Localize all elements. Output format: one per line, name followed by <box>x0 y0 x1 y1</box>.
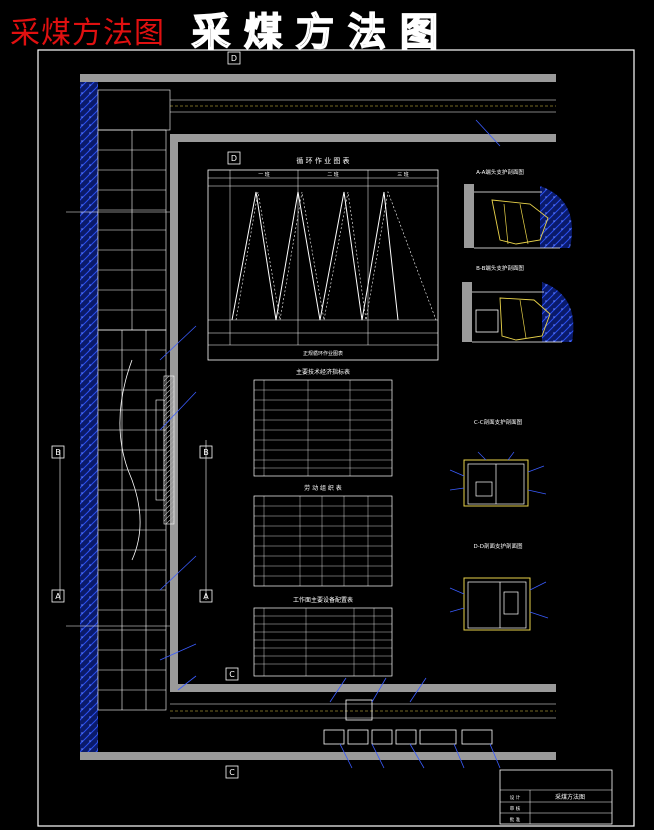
equipment-train <box>323 729 493 745</box>
coal-seam <box>80 80 98 760</box>
bottom-roadway-wall <box>80 752 556 760</box>
marker-b-right: B <box>203 448 209 457</box>
tech-table: 主要技术经济指标表 <box>253 368 393 477</box>
red-title: 采煤方法图 <box>10 16 165 51</box>
leader-lines <box>159 119 501 769</box>
outline-title: 采煤方法图 <box>191 9 453 55</box>
shift-2: 二 班 <box>327 171 339 178</box>
section-cc-title: C-C剖面支护剖面图 <box>474 418 523 426</box>
face-conveyor <box>155 399 165 501</box>
marker-d-mid: D <box>231 154 237 163</box>
goaf-frame-bottom <box>170 684 556 692</box>
marker-b-left: B <box>55 448 61 457</box>
title-block-row-3: 批 准 <box>510 816 521 823</box>
section-aa-title: A-A端头支护剖面图 <box>476 168 524 176</box>
marker-a-left: A <box>55 592 61 601</box>
section-dd: D-D剖面支护剖面图 <box>449 542 549 631</box>
tech-table-title: 主要技术经济指标表 <box>296 368 350 376</box>
dimension-lines <box>59 211 207 627</box>
top-roadway-wall <box>80 74 556 82</box>
equipment-table-title: 工作面主要设备配置表 <box>293 596 353 604</box>
sheet-border <box>37 49 635 827</box>
shearer-curve <box>119 359 141 561</box>
section-bb-title: B-B端头支护剖面图 <box>476 264 524 272</box>
title-block: 采煤方法图 设 计 审 核 批 准 <box>499 769 613 825</box>
cycle-chart-title: 循 环 作 业 图 表 <box>296 156 349 165</box>
cycle-chart-footer: 正规循环作业图表 <box>303 350 343 357</box>
marker-c-mid: C <box>229 670 235 679</box>
top-roadway-rails <box>170 99 556 113</box>
shift-3: 三 班 <box>397 171 409 178</box>
marker-c-bottom: C <box>229 768 235 777</box>
cycle-zigzag <box>231 191 399 321</box>
section-dd-title: D-D剖面支护剖面图 <box>474 542 523 550</box>
section-aa: A-A端头支护剖面图 <box>464 168 572 249</box>
section-cc: C-C剖面支护剖面图 <box>449 418 547 507</box>
top-roadway-rib <box>170 134 556 142</box>
cycle-zigzag-dash <box>235 190 437 321</box>
top-roadway-belt <box>97 89 171 131</box>
marker-d-top: D <box>231 54 237 63</box>
marker-a-right: A <box>203 592 209 601</box>
bottom-roadway-rails <box>170 703 556 719</box>
shearer <box>163 375 175 525</box>
labor-table: 劳 动 组 织 表 <box>253 484 393 587</box>
hydraulic-supports <box>97 129 167 711</box>
shift-1: 一 班 <box>258 171 270 178</box>
title-block-row-2: 审 核 <box>510 805 521 812</box>
section-marker-boxes <box>51 51 241 779</box>
equipment-table: 工作面主要设备配置表 <box>253 596 393 677</box>
title-block-row-1: 设 计 <box>510 794 521 801</box>
stage-loader <box>345 699 373 721</box>
labor-table-title: 劳 动 组 织 表 <box>304 484 342 492</box>
cycle-chart: 循 环 作 业 图 表 一 班 二 班 三 班 正规循环作业图表 <box>207 156 439 361</box>
title-block-main: 采煤方法图 <box>555 793 585 801</box>
section-bb: B-B端头支护剖面图 <box>462 264 574 343</box>
